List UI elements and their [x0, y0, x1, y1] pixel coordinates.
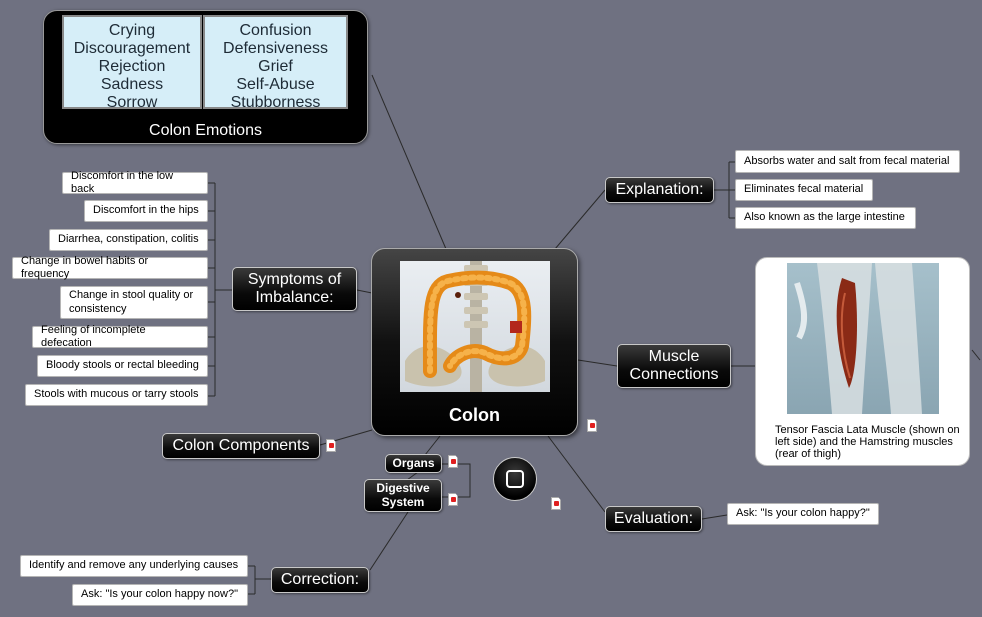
emotion-item: Sadness [100, 76, 164, 93]
attachment-icon[interactable] [448, 455, 458, 468]
emotion-item: Confusion [239, 22, 312, 39]
explanation-topic[interactable]: Explanation: [605, 177, 714, 203]
digestive-system-topic[interactable]: Digestive System [364, 479, 442, 512]
emotion-item: Sorrow [106, 94, 158, 111]
explanation-item[interactable]: Also known as the large intestine [735, 207, 916, 229]
symptom-item[interactable]: Change in bowel habits or frequency [12, 255, 208, 280]
colon-anatomy-image [400, 261, 550, 392]
emotion-item: Crying [108, 22, 156, 39]
central-topic[interactable]: Colon [371, 248, 578, 436]
attachment-icon[interactable] [326, 439, 336, 452]
explanation-item[interactable]: Eliminates fecal material [735, 179, 873, 201]
symptom-item[interactable]: Discomfort in the hips [84, 200, 208, 222]
organs-topic[interactable]: Organs [385, 454, 442, 473]
floating-topic-icon[interactable] [493, 457, 537, 501]
symptom-item[interactable]: Feeling of incomplete defecation [32, 324, 208, 349]
emotion-item: Grief [258, 58, 293, 75]
correction-item[interactable]: Identify and remove any underlying cause… [20, 555, 248, 577]
correction-topic[interactable]: Correction: [271, 567, 369, 593]
evaluation-item[interactable]: Ask: "Is your colon happy?" [727, 503, 879, 525]
muscle-connections-topic[interactable]: Muscle Connections [617, 344, 731, 388]
emotions-right-column: Confusion Defensiveness Grief Self-Abuse… [203, 15, 348, 111]
symptom-item[interactable]: Diarrhea, constipation, colitis [49, 229, 208, 251]
symptom-item[interactable]: Change in stool quality or consistency [60, 286, 208, 319]
colon-components-topic[interactable]: Colon Components [162, 433, 320, 459]
attachment-icon[interactable] [448, 493, 458, 506]
symptom-item[interactable]: Bloody stools or rectal bleeding [37, 355, 208, 377]
attachment-icon[interactable] [551, 497, 561, 510]
colon-emotions-card[interactable]: Crying Discouragement Rejection Sadness … [43, 10, 368, 144]
emotion-item: Discouragement [73, 40, 191, 57]
muscle-image [787, 263, 939, 414]
correction-item[interactable]: Ask: "Is your colon happy now?" [72, 584, 248, 606]
emotion-item: Self-Abuse [236, 76, 315, 93]
symptoms-topic[interactable]: Symptoms of Imbalance: [232, 267, 357, 311]
emotion-item: Defensiveness [223, 40, 328, 57]
explanation-item[interactable]: Absorbs water and salt from fecal materi… [735, 150, 960, 173]
emotion-item: Rejection [98, 58, 166, 75]
emotions-title: Colon Emotions [149, 122, 262, 139]
muscle-card[interactable]: Tensor Fascia Lata Muscle (shown on left… [755, 257, 970, 466]
muscle-caption: Tensor Fascia Lata Muscle (shown on left… [775, 424, 960, 460]
central-title: Colon [449, 405, 500, 425]
symptom-item[interactable]: Stools with mucous or tarry stools [25, 384, 208, 406]
evaluation-topic[interactable]: Evaluation: [605, 506, 702, 532]
emotions-left-column: Crying Discouragement Rejection Sadness … [62, 15, 202, 111]
attachment-icon[interactable] [587, 419, 597, 432]
emotion-item: Stubborness [230, 94, 321, 111]
symptom-item[interactable]: Discomfort in the low back [62, 170, 208, 195]
